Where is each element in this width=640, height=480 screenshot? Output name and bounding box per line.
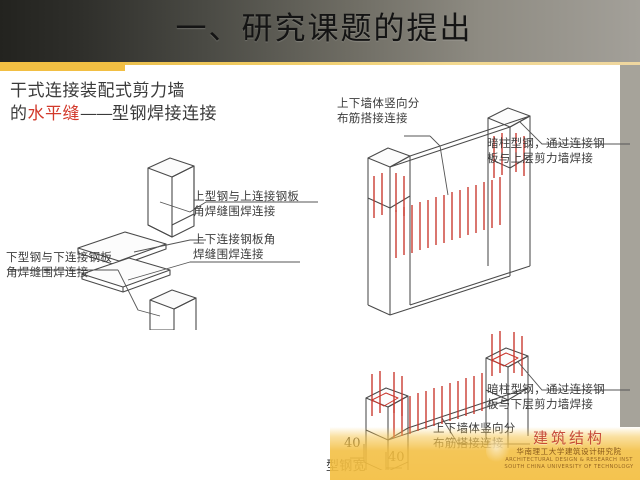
header-gold-underline [0,62,640,65]
label-line: 角焊缝围焊连接 [6,265,89,279]
label-line: 上下墙体竖向分 [337,96,420,110]
label-line: 焊缝围焊连接 [193,247,264,261]
label-hidden-column-upper: 暗柱型钢，通过连接钢 板与上层剪力墙焊接 [487,136,605,166]
right-edge-strip [620,65,640,427]
watermark: 建筑结构 华南理工大学建筑设计研究院 ARCHITECTURAL DESIGN … [498,430,640,478]
lead-line-2-suffix: 型钢焊接连接 [112,104,217,124]
label-line: 角焊缝围焊连接 [193,204,276,218]
rebar-upper-right-column [493,133,525,178]
rebar-upper-lap-zone [395,177,501,258]
right-figure-drawing [330,100,640,470]
label-vertical-rebar-lap-top: 上下墙体竖向分 布筋搭接连接 [337,96,420,126]
label-line: 上型钢与上连接钢板 [193,189,300,203]
lead-line-2: 的水平缝——型钢焊接连接 [10,103,320,126]
watermark-institute: 华南理工大学建筑设计研究院 [516,447,622,456]
label-line: 布筋搭接连接 [337,111,408,125]
watermark-title: 建筑结构 [532,429,605,447]
rebar-lower-left-column [371,371,403,416]
label-hidden-column-lower: 暗柱型钢，通过连接钢 板与下层剪力墙焊接 [487,382,605,412]
leader-lines [10,201,318,317]
label-lower-steel-to-lower-plate: 下型钢与下连接钢板 角焊缝围焊连接 [6,250,112,280]
lead-dash: —— [80,104,113,124]
rebar-lower-right-column [491,331,523,376]
lower-steel-column [149,289,197,330]
left-figure-drawing [0,140,330,330]
lead-highlight: 水平缝 [27,104,80,124]
watermark-english-line-2: SOUTH CHINA UNIVERSITY OF TECHNOLOGY [504,464,634,470]
label-line: 上下连接钢板角 [193,232,276,246]
watermark-band [330,427,640,480]
upper-steel-column [147,157,195,238]
label-line: 下型钢与下连接钢板 [6,250,113,264]
lower-connection-plate [81,257,171,293]
watermark-english-line-1: ARCHITECTURAL DESIGN & RESEARCH INST [505,457,633,463]
header-gold-tab [0,62,125,71]
lead-line-2-prefix: 的 [10,104,28,124]
label-upper-steel-to-upper-plate: 上型钢与上连接钢板 角焊缝围焊连接 [193,189,299,219]
watermark-glow [486,438,512,464]
rebar-upper-left-column [373,173,405,218]
upper-wall-panel [367,107,531,209]
lead-paragraph: 干式连接装配式剪力墙 的水平缝——型钢焊接连接 [10,80,320,126]
label-upper-lower-plate-corner: 上下连接钢板角 焊缝围焊连接 [193,232,276,262]
label-line: 暗柱型钢，通过连接钢 [487,382,605,396]
label-line: 板与下层剪力墙焊接 [487,397,594,411]
label-line: 暗柱型钢，通过连接钢 [487,136,605,150]
label-line: 板与上层剪力墙焊接 [487,151,594,165]
slide-header-bar [0,0,640,62]
page-title: 一、研究课题的提出 [175,11,473,47]
mid-wall-body [367,156,531,316]
lead-line-1: 干式连接装配式剪力墙 [10,81,185,101]
